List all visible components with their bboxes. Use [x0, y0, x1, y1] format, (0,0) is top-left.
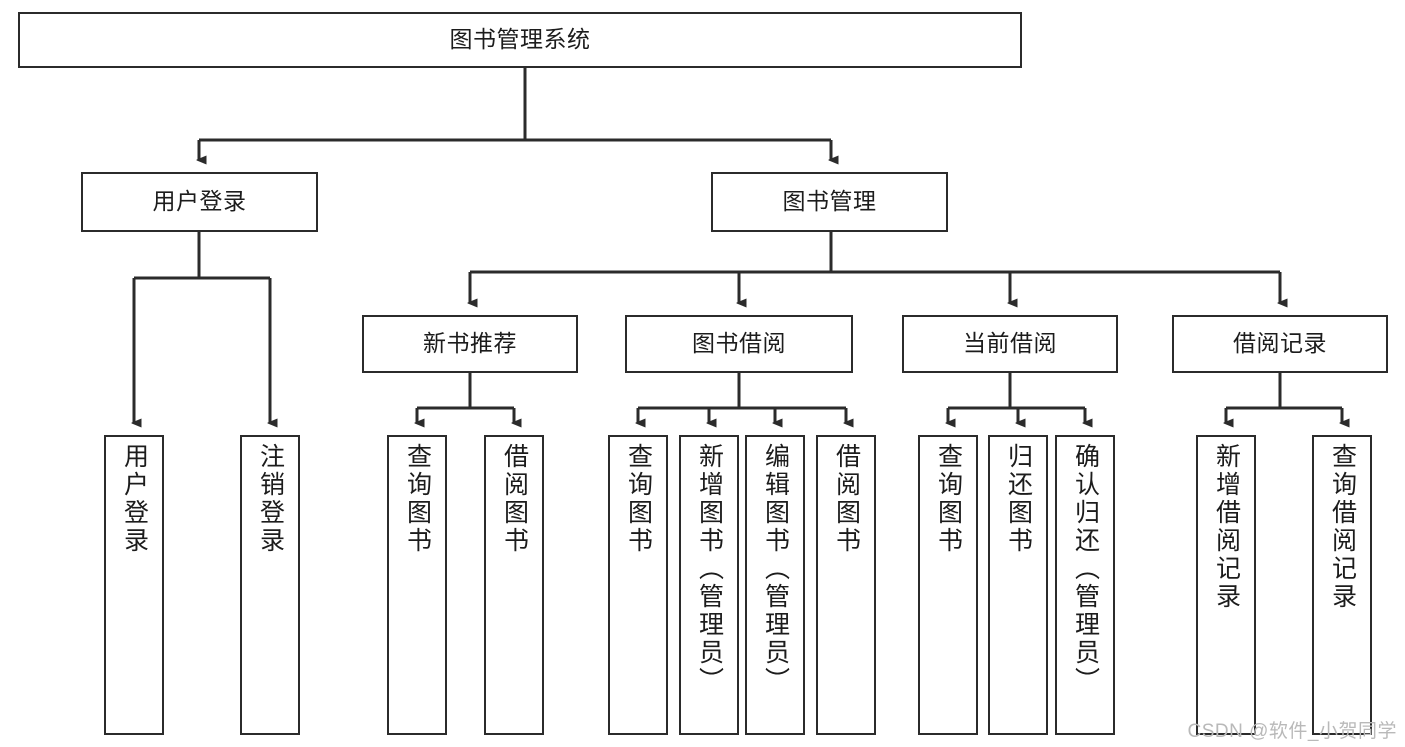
- node-leaf-confirm-return-admin-label: 确认归还（管理员）: [1071, 443, 1100, 695]
- node-leaf-confirm-return-admin[interactable]: 确认归还（管理员）: [1055, 435, 1115, 735]
- node-leaf-logout-label: 注销登录: [256, 443, 285, 555]
- node-current-borrow-label: 当前借阅: [963, 330, 1057, 357]
- node-leaf-return-books-label: 归还图书: [1004, 443, 1033, 555]
- node-leaf-query-books-borrow[interactable]: 查询图书: [608, 435, 668, 735]
- node-book-borrow[interactable]: 图书借阅: [625, 315, 853, 373]
- node-leaf-edit-book-admin[interactable]: 编辑图书（管理员）: [745, 435, 805, 735]
- node-leaf-add-book-admin[interactable]: 新增图书（管理员）: [679, 435, 739, 735]
- node-leaf-query-books-recommend[interactable]: 查询图书: [387, 435, 447, 735]
- node-user-login-label: 用户登录: [152, 188, 247, 215]
- node-leaf-logout[interactable]: 注销登录: [240, 435, 300, 735]
- node-leaf-edit-book-admin-label: 编辑图书（管理员）: [761, 443, 790, 695]
- node-borrow-records[interactable]: 借阅记录: [1172, 315, 1388, 373]
- node-leaf-add-borrow-record-label: 新增借阅记录: [1212, 443, 1241, 611]
- node-leaf-borrow-books-recommend-label: 借阅图书: [500, 443, 529, 555]
- node-leaf-query-books-borrow-label: 查询图书: [624, 443, 653, 555]
- node-book-borrow-label: 图书借阅: [692, 330, 786, 357]
- node-new-book-recommend[interactable]: 新书推荐: [362, 315, 578, 373]
- node-leaf-query-books-current-label: 查询图书: [934, 443, 963, 555]
- node-leaf-query-books-recommend-label: 查询图书: [403, 443, 432, 555]
- node-leaf-borrow-books[interactable]: 借阅图书: [816, 435, 876, 735]
- node-current-borrow[interactable]: 当前借阅: [902, 315, 1118, 373]
- node-root[interactable]: 图书管理系统: [18, 12, 1022, 68]
- node-leaf-query-borrow-record-label: 查询借阅记录: [1328, 443, 1357, 611]
- node-book-management-label: 图书管理: [782, 188, 877, 215]
- node-leaf-query-borrow-record[interactable]: 查询借阅记录: [1312, 435, 1372, 735]
- node-leaf-user-login[interactable]: 用户登录: [104, 435, 164, 735]
- node-user-login[interactable]: 用户登录: [81, 172, 318, 232]
- node-leaf-return-books[interactable]: 归还图书: [988, 435, 1048, 735]
- node-new-book-recommend-label: 新书推荐: [423, 330, 517, 357]
- node-leaf-add-book-admin-label: 新增图书（管理员）: [695, 443, 724, 695]
- node-root-label: 图书管理系统: [449, 26, 591, 53]
- node-leaf-add-borrow-record[interactable]: 新增借阅记录: [1196, 435, 1256, 735]
- node-book-management[interactable]: 图书管理: [711, 172, 948, 232]
- node-leaf-borrow-books-label: 借阅图书: [832, 443, 861, 555]
- node-leaf-borrow-books-recommend[interactable]: 借阅图书: [484, 435, 544, 735]
- node-borrow-records-label: 借阅记录: [1233, 330, 1327, 357]
- csdn-watermark: CSDN @软件_小贺同学: [1187, 721, 1397, 742]
- node-leaf-user-login-label: 用户登录: [120, 443, 149, 555]
- node-leaf-query-books-current[interactable]: 查询图书: [918, 435, 978, 735]
